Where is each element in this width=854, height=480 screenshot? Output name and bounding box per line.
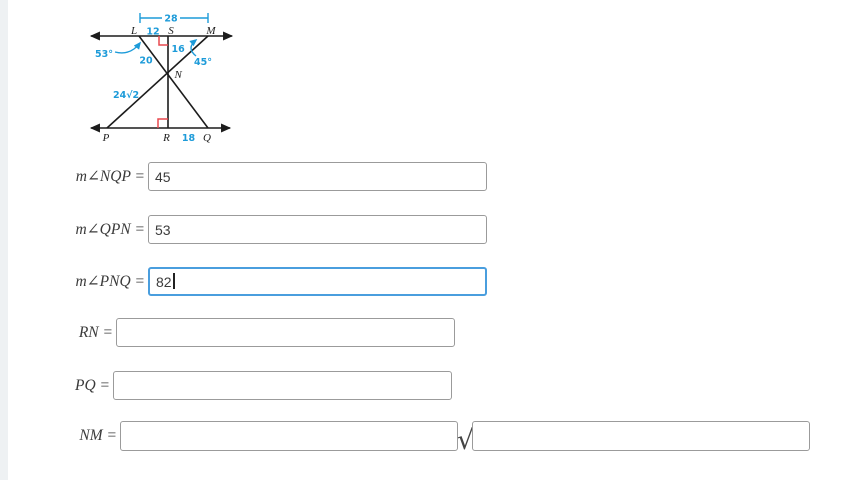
point-label-M: M xyxy=(205,25,216,37)
point-label-S: S xyxy=(168,25,174,37)
label-angle-NQP: m∠NQP = xyxy=(75,168,145,185)
arc-angle-45 xyxy=(189,38,198,57)
label-NM: NM = xyxy=(79,427,117,444)
angle-QPN-input[interactable] xyxy=(148,215,487,244)
measure-LN: 20 xyxy=(139,56,153,67)
PQ-input[interactable] xyxy=(113,371,452,400)
NM-radicand-input[interactable] xyxy=(472,421,810,451)
geometry-diagram: L S M N P R Q 28 12 16 20 53° 45° 24√2 1… xyxy=(89,13,234,144)
point-label-Q: Q xyxy=(203,132,211,144)
segment-MP xyxy=(106,35,209,129)
bracket-LM xyxy=(139,13,209,23)
text-cursor xyxy=(173,273,175,289)
measure-LM: 28 xyxy=(164,14,178,25)
point-label-L: L xyxy=(130,25,137,37)
angle-PNQ-input[interactable] xyxy=(148,267,487,296)
segment-LQ xyxy=(138,35,209,129)
right-angle-at-R xyxy=(157,118,168,128)
label-RN: RN = xyxy=(78,324,113,341)
label-angle-QPN: m∠QPN = xyxy=(75,221,145,238)
left-gutter xyxy=(0,0,8,480)
radical-sign: √ xyxy=(457,425,475,456)
measure-RQ: 18 xyxy=(182,133,196,144)
label-angle-PNQ: m∠PNQ = xyxy=(75,273,145,290)
point-label-N: N xyxy=(174,69,183,81)
point-label-P: P xyxy=(102,132,110,144)
angle-label-53: 53° xyxy=(95,49,113,60)
angle-NQP-input[interactable] xyxy=(148,162,487,191)
NM-coefficient-input[interactable] xyxy=(120,421,458,451)
measure-PN: 24√2 xyxy=(113,90,139,101)
right-angle-at-S xyxy=(158,36,168,46)
label-PQ: PQ = xyxy=(75,377,110,394)
arc-angle-53 xyxy=(114,41,142,54)
RN-input[interactable] xyxy=(116,318,455,347)
point-label-R: R xyxy=(162,132,170,144)
measure-LS: 12 xyxy=(146,27,159,38)
angle-label-45: 45° xyxy=(194,57,212,68)
measure-SN: 16 xyxy=(172,44,186,55)
